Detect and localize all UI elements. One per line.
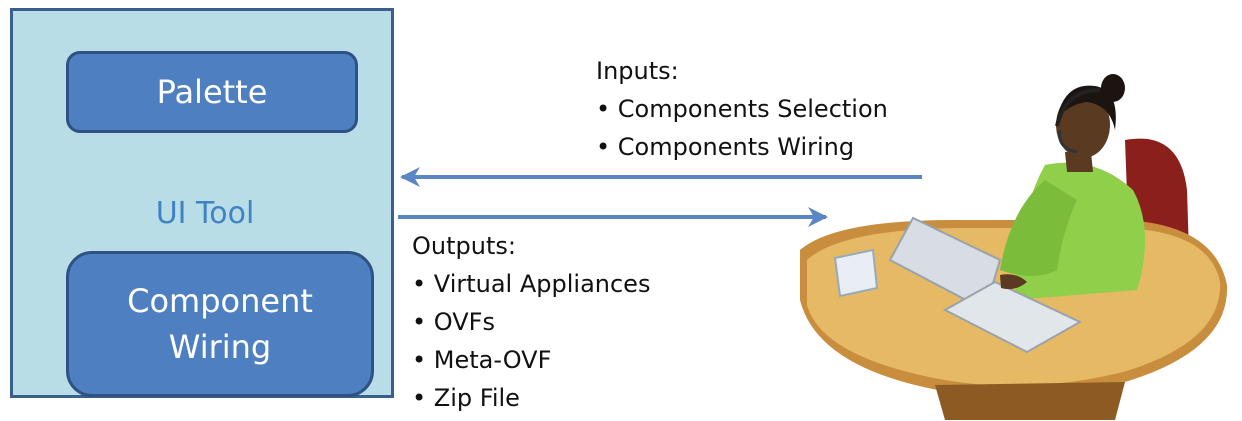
laptop-screen [888,216,1002,312]
inputs-title: Inputs: [596,57,679,85]
headset-mic [1058,129,1078,154]
laptop-base [942,280,1083,354]
ui-tool-label: UI Tool [155,196,255,231]
palette-box: Palette [66,51,358,133]
headset [1055,88,1101,127]
outputs-title: Outputs: [412,232,516,260]
head [1056,92,1110,158]
output-item: OVFs [412,303,650,341]
desk-pedestal [935,382,1125,420]
outputs-block: Outputs: Virtual Appliances OVFs Meta-OV… [412,227,650,417]
component-wiring-box: Component Wiring [66,251,374,397]
output-item: Meta-OVF [412,341,650,379]
inputs-block: Inputs: Components Selection Components … [596,52,888,166]
operator-illustration [800,74,1228,420]
input-item: Components Wiring [596,128,888,166]
arm [1000,180,1077,276]
photo-frame [833,248,879,298]
input-item: Components Selection [596,90,888,128]
output-item: Zip File [412,379,650,417]
hair-bun [1101,74,1125,102]
output-item: Virtual Appliances [412,265,651,303]
hands [1000,274,1027,290]
ui-tool-box: Palette UI Tool Component Wiring [10,8,394,398]
